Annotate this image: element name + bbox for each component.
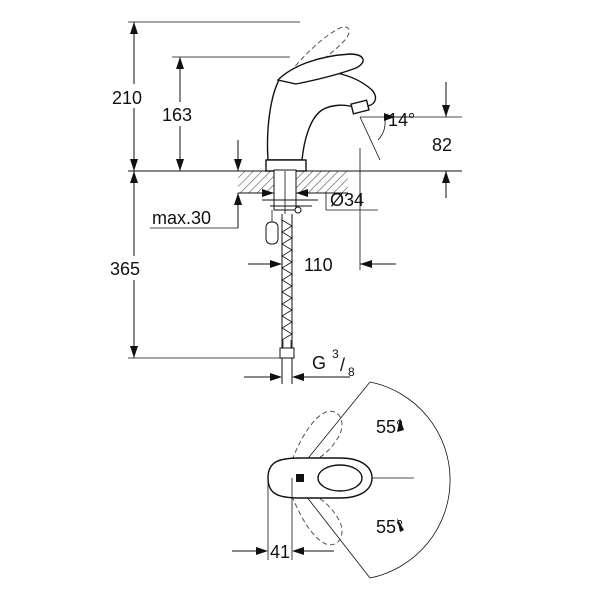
angle-14: 14° [359,110,415,161]
tap-body [265,53,377,172]
thread-label-numerator: 3 [332,347,339,361]
thread-label-denominator: 8 [348,365,355,379]
angle-14-label: 14° [388,110,415,130]
top-view: 55° 55° 41 [232,381,451,579]
dimension-82: 82 [432,82,452,198]
side-view: 210 163 365 [108,21,462,384]
lever-right-position-outline [291,489,343,546]
lever-left-position-outline [291,410,343,467]
dimension-210: 210 [110,22,158,358]
thread-label-g: G [312,353,326,373]
dimension-41: 41 [232,478,334,562]
dimension-max30-label: max.30 [152,208,211,228]
dimension-82-label: 82 [432,135,452,155]
lever-swing-arc [369,381,451,579]
dimension-110-label: 110 [304,255,333,275]
dimension-210-label: 210 [112,88,142,108]
dimension-diameter-34-label: Ø34 [330,190,364,210]
dimension-163: 163 [160,57,204,171]
dimension-diameter-34: Ø34 [258,189,378,211]
thread-label-slash: / [340,355,345,375]
angle-55-upper-label: 55° [376,417,403,437]
dimension-365-label: 365 [110,259,140,279]
dimension-163-label: 163 [162,105,192,125]
mounting-section [238,169,348,245]
dimension-110: 110 [248,148,396,275]
flexible-hose [279,214,295,359]
dimension-41-label: 41 [270,542,290,562]
tap-plan-body [267,457,373,499]
lever-open-outline [284,26,350,81]
dimension-max30: max.30 [150,140,242,229]
angle-55-lower-label: 55° [376,517,403,537]
connection-thread: G 3 / 8 [244,347,355,384]
